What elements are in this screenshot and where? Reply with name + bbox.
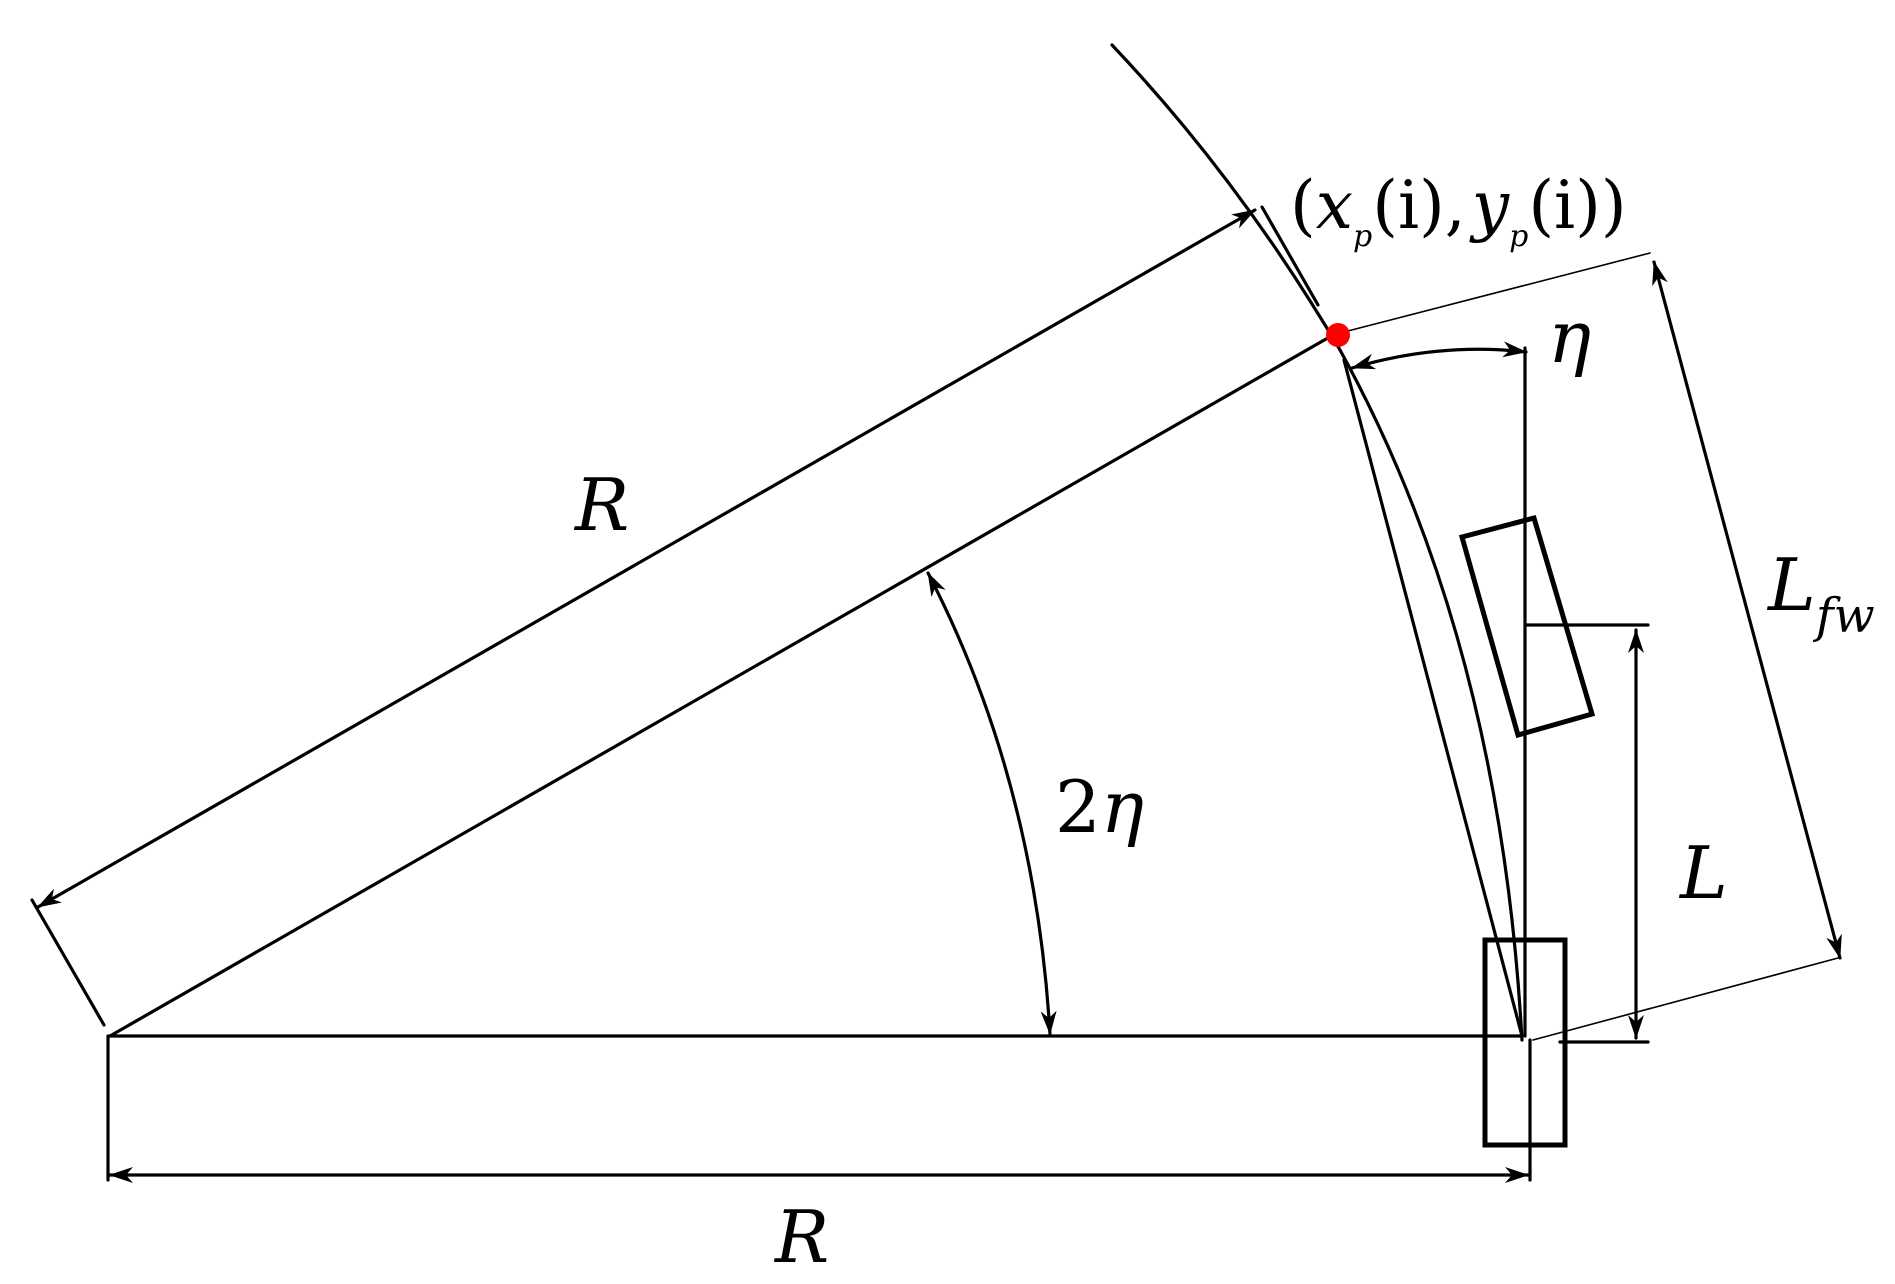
angle-arc [1350,341,1528,370]
lookahead-dimension [1652,260,1842,960]
front-wheel [1458,514,1596,739]
label-lookahead: Lfw [1766,543,1875,644]
radius-to-target [108,333,1335,1038]
label-target-point: (xp(i),yp(i)) [1290,167,1627,254]
turn-arc [1338,348,1524,1042]
label-angle: η [1548,295,1591,379]
label-wheelbase: L [1678,831,1728,915]
radius-dimension-top [36,208,1257,909]
label-radius-top: R [573,463,629,547]
radius-extension-left [30,898,106,1027]
chord-line [1342,358,1524,1038]
label-radius-bottom: R [773,1195,829,1279]
lookahead-top-extension [1339,252,1651,334]
label-double-angle: 2η [1055,765,1144,849]
tangent-line [1260,205,1320,307]
double-angle-arc [926,571,1057,1036]
path-arc [1110,43,1342,352]
target-point [1326,323,1350,347]
lookahead-bottom-extension [1532,957,1839,1041]
